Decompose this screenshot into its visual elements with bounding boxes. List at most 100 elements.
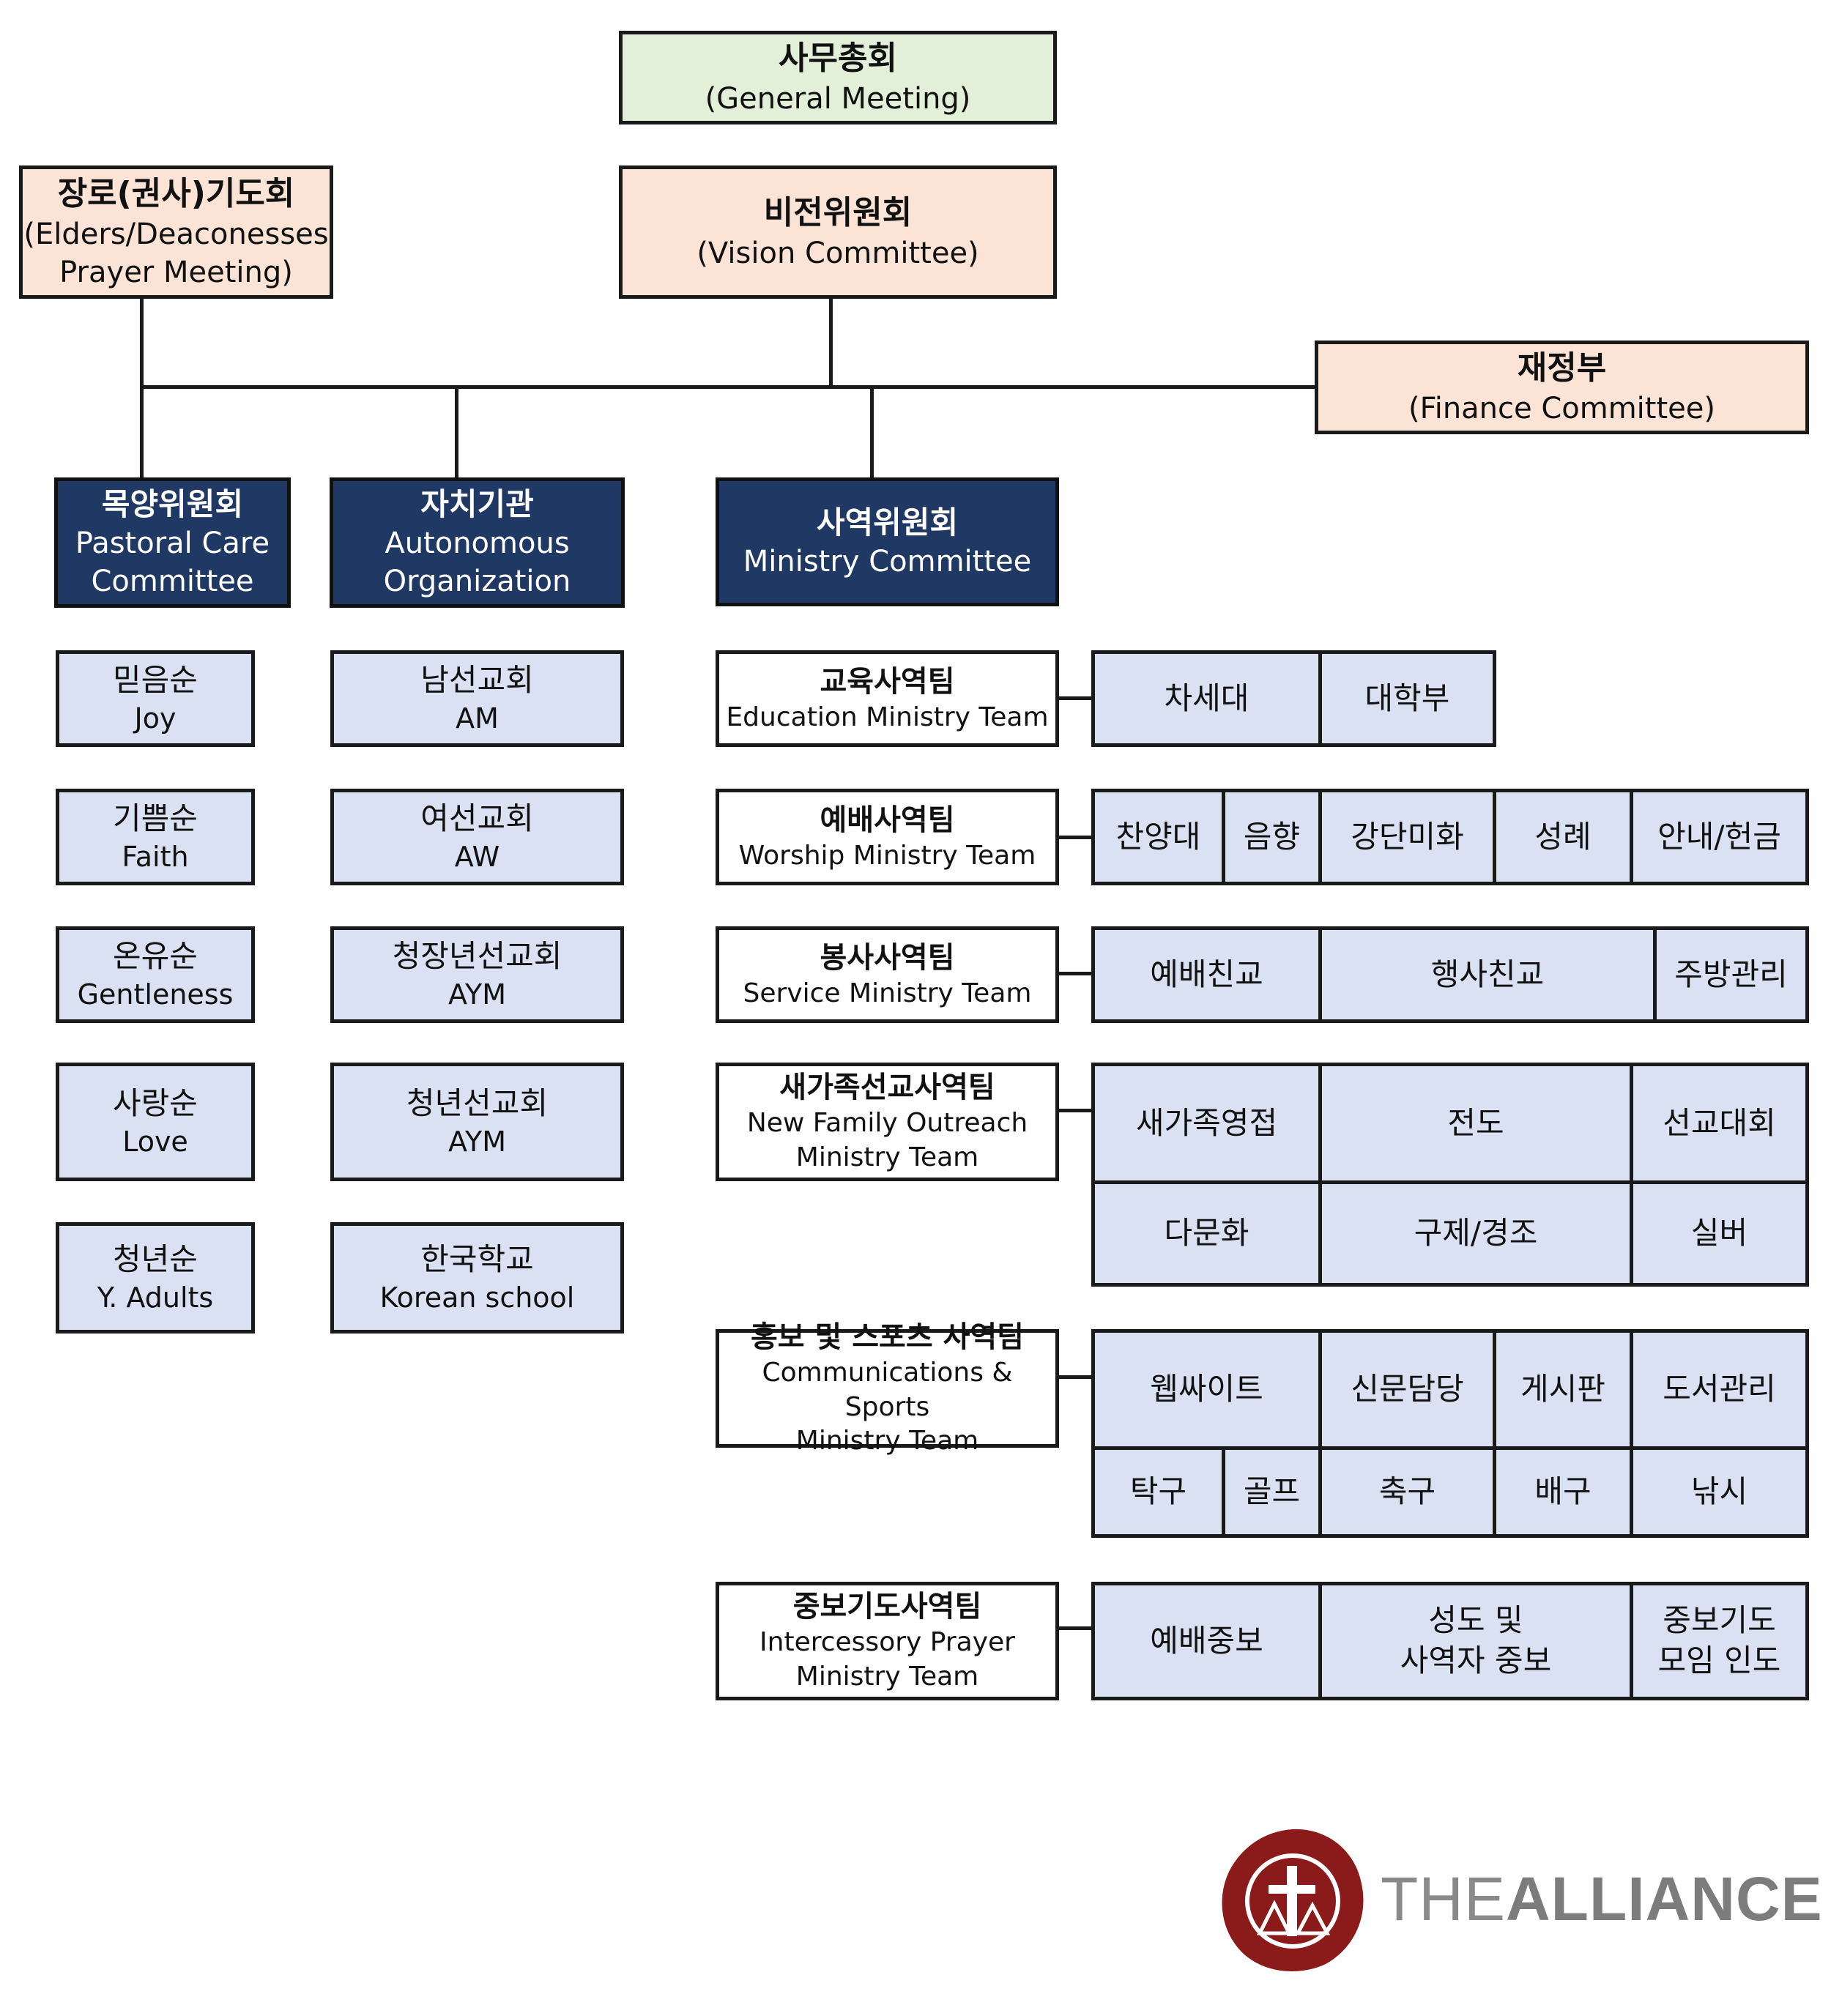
subunit-cell: 행사친교	[1322, 930, 1653, 1019]
pastoral-group-joy: 믿음순 Joy	[56, 650, 255, 747]
general-meeting-ko: 사무총회	[779, 40, 897, 78]
team-en-1: New Family Outreach	[746, 1108, 1028, 1139]
finance-committee-en: (Finance Committee)	[1408, 391, 1715, 425]
divider	[1630, 1333, 1633, 1534]
comms-sports-subunits: 웹싸이트 신문담당 게시판 도서관리 탁구 골프 축구 배구 낚시	[1091, 1329, 1809, 1538]
autonomous-group-en: AM	[456, 702, 499, 734]
logo-part-alliance: ALLIANCE	[1506, 1864, 1823, 1933]
pastoral-group-faith: 기쁨순 Faith	[56, 789, 255, 885]
autonomous-org-en-2: Organization	[383, 565, 571, 599]
finance-committee-ko: 재정부	[1517, 349, 1607, 387]
divider	[1318, 1333, 1322, 1534]
subunit-cell: 찬양대	[1095, 792, 1222, 882]
autonomous-group-ko: 한국학교	[420, 1241, 534, 1277]
service-subunits: 예배친교 행사친교 주방관리	[1091, 926, 1809, 1023]
education-subunits: 차세대 대학부	[1091, 650, 1496, 747]
divider	[1318, 792, 1322, 882]
divider	[1653, 930, 1657, 1019]
subunit-cell: 다문화	[1095, 1184, 1318, 1283]
subunit-cell: 선교대회	[1633, 1066, 1805, 1180]
subunit-cell: 중보기도 모임 인도	[1633, 1585, 1805, 1697]
autonomous-group-en: AW	[454, 840, 500, 873]
divider	[1630, 792, 1633, 882]
finance-committee-box: 재정부 (Finance Committee)	[1315, 341, 1809, 434]
autonomous-group-en: AYM	[447, 978, 507, 1011]
logo-part-the: THE	[1381, 1864, 1506, 1933]
worship-subunits: 찬양대 음향 강단미화 성례 안내/헌금	[1091, 789, 1809, 885]
elders-prayer-en-2: Prayer Meeting)	[59, 255, 293, 289]
connector-service	[1057, 972, 1093, 975]
connector-education	[1057, 696, 1093, 700]
subunit-cell: 배구	[1496, 1450, 1630, 1534]
subunit-cell: 안내/헌금	[1633, 792, 1805, 882]
team-en: Service Ministry Team	[743, 978, 1032, 1008]
autonomous-group-ko: 남선교회	[420, 662, 534, 698]
subunit-cell: 낚시	[1633, 1450, 1805, 1534]
subunit-cell: 대학부	[1322, 654, 1493, 743]
autonomous-org-en-1: Autonomous	[385, 527, 570, 561]
pastoral-group-young-adults: 청년순 Y. Adults	[56, 1222, 255, 1334]
subunit-cell: 예배친교	[1095, 930, 1318, 1019]
autonomous-group-ko: 청장년선교회	[392, 938, 562, 974]
autonomous-group-korean-school: 한국학교 Korean school	[330, 1222, 624, 1334]
elders-prayer-en-1: (Elders/Deaconesses	[23, 217, 329, 251]
autonomous-group-en: AYM	[447, 1125, 507, 1158]
connector-elders-down	[140, 297, 144, 480]
connector-worship	[1057, 836, 1093, 839]
ministry-committee-en: Ministry Committee	[743, 545, 1032, 579]
divider	[1318, 1066, 1322, 1283]
divider	[1095, 1180, 1805, 1184]
pastoral-committee-en-2: Committee	[91, 565, 254, 599]
autonomous-group-aym-1: 청장년선교회 AYM	[330, 926, 624, 1023]
team-communications-sports: 홍보 및 스포츠 사역팀 Communications & Sports Min…	[716, 1320, 1059, 1456]
autonomous-group-en: Korean school	[379, 1281, 575, 1314]
alliance-logo-seal	[1222, 1829, 1364, 1972]
team-ko: 중보기도사역팀	[792, 1590, 982, 1624]
subunit-cell: 구제/경조	[1322, 1184, 1630, 1283]
team-education: 교육사역팀 Education Ministry Team	[716, 650, 1059, 747]
alliance-logo-text: THEALLIANCE	[1381, 1864, 1823, 1935]
team-service: 봉사사역팀 Service Ministry Team	[716, 926, 1059, 1023]
divider	[1493, 792, 1496, 882]
subunit-cell: 예배중보	[1095, 1585, 1318, 1697]
connector-newfamily	[1057, 1109, 1093, 1112]
vision-committee-box: 비전위원회 (Vision Committee)	[619, 165, 1057, 299]
subunit-cell: 차세대	[1095, 654, 1318, 743]
team-ko: 교육사역팀	[820, 664, 955, 699]
subunit-cell: 성례	[1496, 792, 1630, 882]
subunit-cell: 음향	[1225, 792, 1318, 882]
pastoral-committee-box: 목양위원회 Pastoral Care Committee	[54, 477, 291, 608]
autonomous-org-ko: 자치기관	[420, 486, 534, 522]
general-meeting-box: 사무총회 (General Meeting)	[619, 31, 1057, 124]
autonomous-group-ko: 여선교회	[420, 800, 534, 836]
pastoral-group-ko: 청년순	[113, 1241, 198, 1277]
team-ko: 새가족선교사역팀	[779, 1071, 995, 1105]
subunit-cell: 축구	[1322, 1450, 1493, 1534]
autonomous-group-ko: 청년선교회	[406, 1085, 549, 1121]
team-en-1: Communications & Sports	[762, 1357, 1013, 1422]
divider	[1222, 792, 1225, 882]
team-en-2: Ministry Team	[795, 1426, 979, 1457]
autonomous-org-box: 자치기관 Autonomous Organization	[330, 477, 625, 608]
divider	[1095, 1446, 1805, 1450]
subunit-cell: 전도	[1322, 1066, 1630, 1180]
ministry-committee-box: 사역위원회 Ministry Committee	[716, 477, 1059, 606]
team-worship: 예배사역팀 Worship Ministry Team	[716, 789, 1059, 885]
pastoral-group-ko: 기쁨순	[113, 800, 198, 836]
team-ko: 홍보 및 스포츠 사역팀	[751, 1320, 1024, 1354]
divider	[1318, 1585, 1322, 1697]
team-en-1: Intercessory Prayer	[759, 1627, 1015, 1658]
divider	[1493, 1333, 1496, 1534]
connector-vision-down	[829, 297, 833, 388]
new-family-subunits: 새가족영접 전도 선교대회 다문화 구제/경조 실버	[1091, 1063, 1809, 1287]
team-new-family: 새가족선교사역팀 New Family Outreach Ministry Te…	[716, 1063, 1059, 1181]
subunit-cell: 골프	[1225, 1450, 1318, 1534]
divider	[1630, 1066, 1633, 1283]
divider	[1630, 1585, 1633, 1697]
subunit-cell: 새가족영접	[1095, 1066, 1318, 1180]
pastoral-group-en: Joy	[134, 702, 177, 734]
subunit-cell: 주방관리	[1657, 930, 1805, 1019]
subunit-cell: 도서관리	[1633, 1333, 1805, 1446]
divider	[1318, 654, 1322, 743]
team-en-2: Ministry Team	[795, 1662, 979, 1692]
